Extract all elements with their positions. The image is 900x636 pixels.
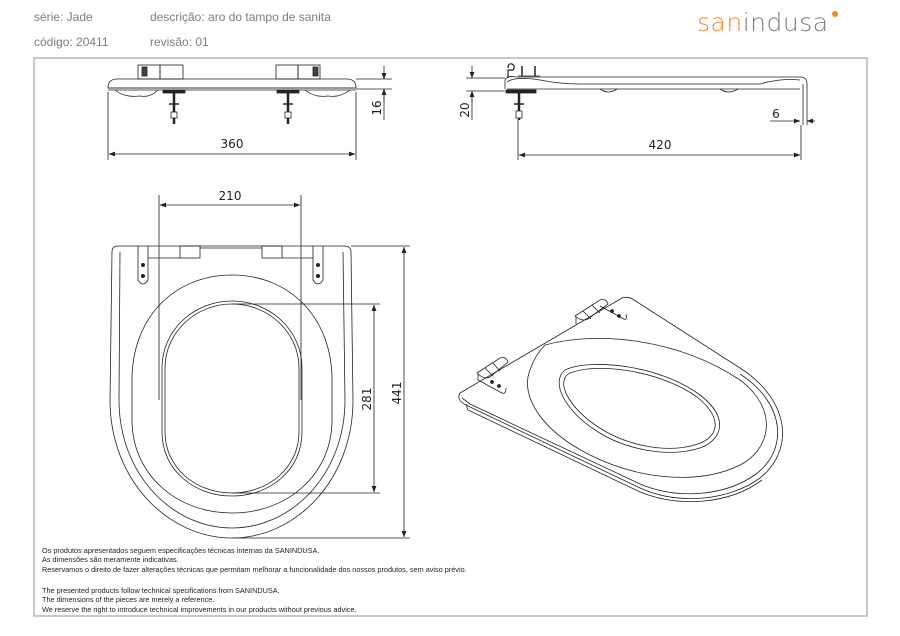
code-label: código: 20411 [34, 35, 109, 49]
dim-hinge-spacing: 210 [219, 189, 242, 203]
note-pt-3: Reservamos o direito de fazer alterações… [42, 564, 467, 574]
drawing-frame [33, 57, 868, 617]
dim-side-offset: 6 [772, 107, 780, 121]
side-view [466, 63, 815, 160]
note-en-2: The dimensions of the pieces are merely … [42, 595, 215, 605]
description-label: descrição: aro do tampo de sanita [150, 10, 331, 24]
top-view [109, 195, 410, 539]
note-pt-1: Os produtos apresentados seguem especifi… [42, 546, 320, 555]
logo-part-san: san [697, 8, 743, 37]
series-label: série: Jade [34, 10, 93, 24]
logo-part-indusa: indusa [742, 8, 829, 37]
dim-side-length: 420 [649, 138, 672, 152]
note-en-1: The presented products follow technical … [42, 586, 280, 595]
dim-opening-length: 281 [360, 388, 374, 411]
sanindusa-logo: sanindusa [697, 8, 838, 37]
note-pt-2: As dimensões são meramente indicativas. [42, 555, 179, 565]
notes-en: The presented products follow technical … [42, 586, 357, 614]
isometric-view [458, 296, 783, 502]
dim-side-height: 20 [458, 102, 472, 117]
dim-front-height: 16 [370, 100, 384, 115]
dim-overall-length: 441 [390, 382, 404, 405]
note-en-3: We reserve the right to introduce techni… [42, 604, 357, 614]
front-view [107, 64, 392, 160]
dim-front-width: 360 [221, 137, 244, 151]
notes-pt: Os produtos apresentados seguem especifi… [42, 546, 467, 574]
logo-dot-icon [831, 11, 838, 17]
revision-label: revisão: 01 [150, 35, 209, 49]
